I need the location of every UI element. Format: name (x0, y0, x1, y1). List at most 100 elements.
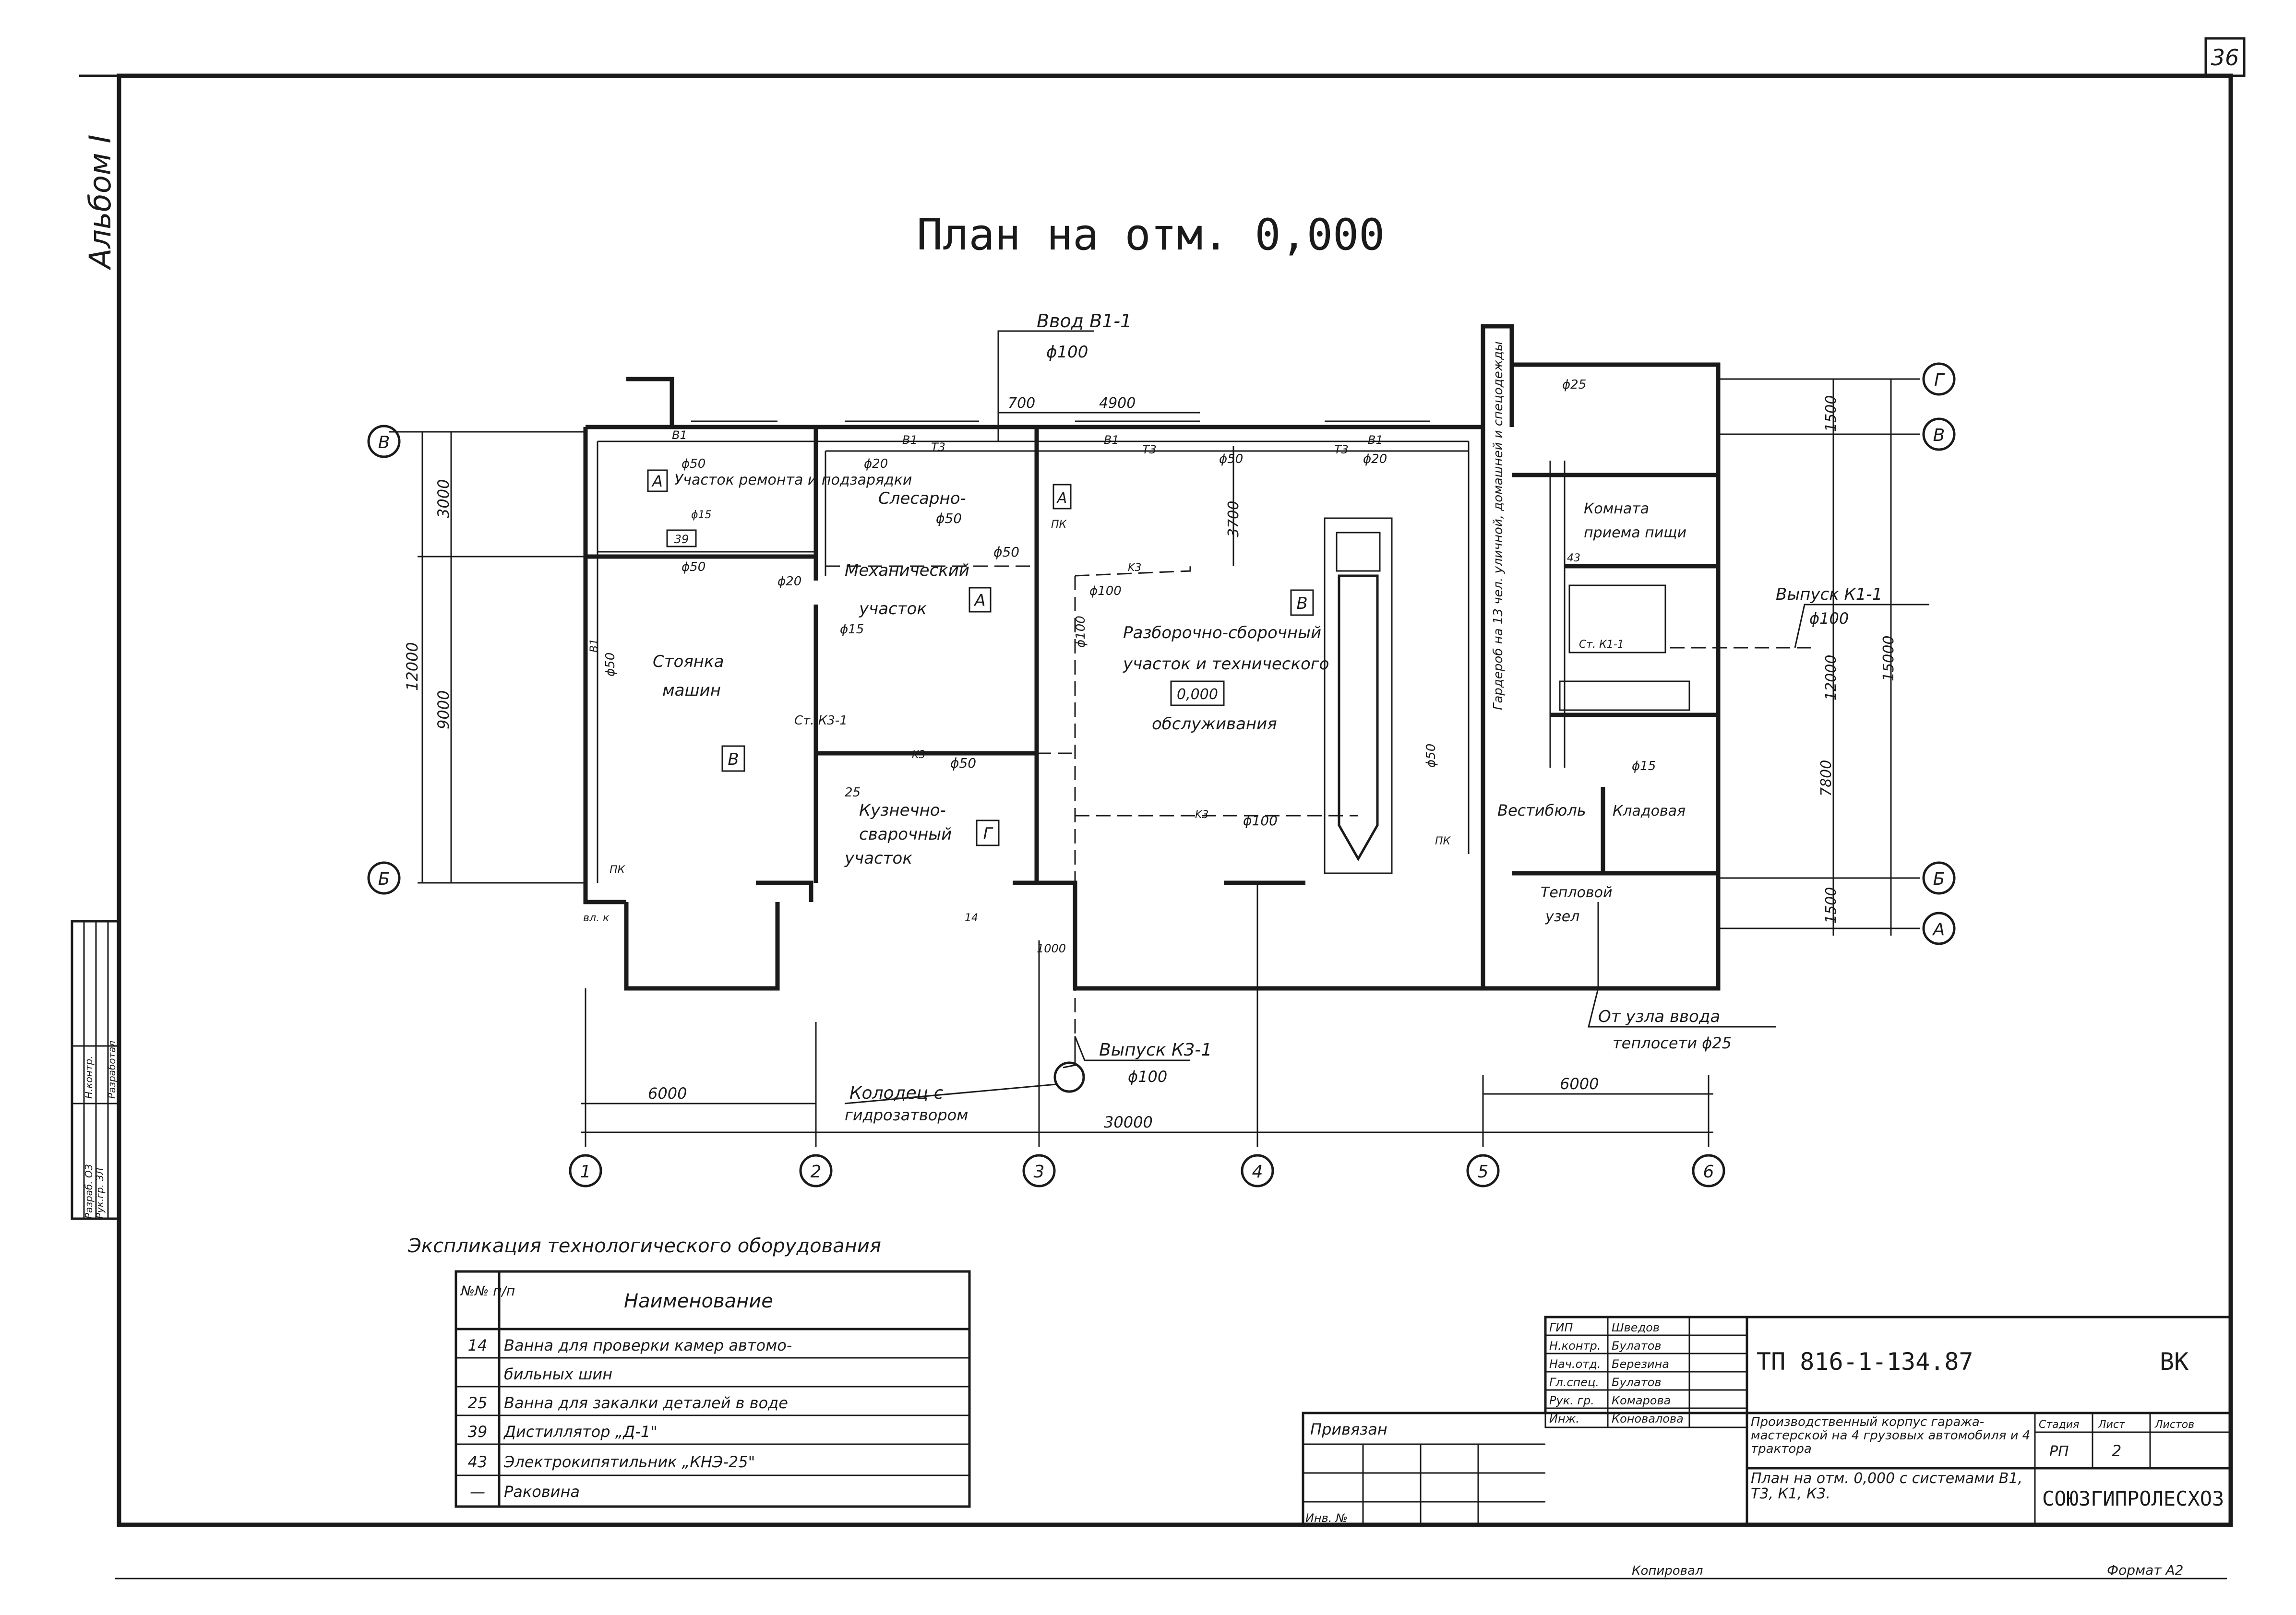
axis-2-label: 2 (811, 1162, 822, 1182)
frame-border (117, 73, 2233, 1527)
lbl-k3-1: K3 (1128, 562, 1141, 574)
lbl-d50-7: ϕ50 (950, 755, 976, 771)
dim-1000: 1000 (1037, 942, 1066, 955)
footer-format: Формат А2 (2107, 1562, 2183, 1578)
dim-1500a: 1500 (1823, 395, 1840, 432)
equipment-header-no: №№ п/п (460, 1283, 515, 1299)
axis-3 (1022, 1154, 1056, 1188)
wall-bottom-left (624, 902, 780, 991)
lbl-d20-3: ϕ20 (777, 574, 801, 589)
lbl-eq25: 25 (845, 785, 861, 800)
title-block: Привязан Инв. № ГИП Шведов Н.контр. Була… (1302, 1316, 2232, 1526)
lbl-d50-5: ϕ50 (682, 560, 706, 574)
tb-name-2: Березина (1612, 1357, 1669, 1371)
side-stamp-r2: Рук.гр. ЗЛ (94, 1168, 106, 1219)
room-code-box-g1 (976, 819, 1000, 846)
lbl-d50-2: ϕ50 (1219, 452, 1243, 466)
room-heat-2: узел (1545, 908, 1579, 925)
room-code-box-b2 (1290, 589, 1314, 616)
room-mech-1: Слесарно- (878, 489, 966, 508)
axis-v-right-label: В (1933, 426, 1945, 445)
tb-sheets-label: Листов (2154, 1419, 2194, 1431)
tb-role-3: Гл.спец. (1549, 1376, 1599, 1389)
dim-4900: 4900 (1099, 395, 1136, 412)
tb-name-5: Коновалова (1612, 1412, 1684, 1425)
equipment-row-4-no: 43 (468, 1453, 488, 1471)
tb-role-4: Рук. гр. (1549, 1394, 1594, 1407)
room-labels: А Участок ремонта и подзарядки Слесарно-… (647, 341, 1686, 925)
lbl-t3-2: T3 (1142, 443, 1157, 456)
tb-role-0: ГИП (1549, 1321, 1573, 1334)
tb-role-5: Инж. (1549, 1412, 1579, 1425)
room-storage: Кладовая (1613, 803, 1686, 819)
axis-a-right (1922, 912, 1956, 945)
pier-1 (756, 880, 813, 902)
side-stamp: Разраб. ОЗ Рук.гр. ЗЛ Н.контр. Разработа… (71, 920, 120, 1220)
lbl-t3-3: T3 (1334, 443, 1349, 456)
lbl-d20-2: ϕ20 (1363, 452, 1387, 466)
callout-teplo-1: От узла ввода (1598, 1007, 1720, 1026)
room-code-a3: А (1056, 490, 1067, 507)
lbl-pk-3: ПК (1435, 835, 1451, 847)
equipment-table-frame (454, 1270, 971, 1508)
equipment-row-2-name: Ванна для закалки деталей в воде (504, 1394, 788, 1412)
tb-sheet-title-wrap: План на отм. 0,000 с системами В1, Т3, К… (1751, 1471, 2022, 1502)
callout-vvod-leader (997, 330, 1094, 384)
room-parking-2: машин (662, 681, 721, 700)
axis-b-left-label: Б (378, 869, 390, 889)
shower-block (1559, 680, 1690, 711)
equipment-table-title: Экспликация технологического оборудовани… (407, 1235, 881, 1257)
callout-k3-leader (1074, 1036, 1190, 1061)
room-code-g1: Г (983, 824, 994, 843)
tb-name-4: Комарова (1612, 1394, 1671, 1407)
lbl-b1-5: B1 (588, 639, 600, 653)
lbl-d50-3: ϕ50 (936, 511, 962, 526)
callout-k3-2: ϕ100 (1128, 1068, 1167, 1086)
eq39-box (666, 529, 697, 547)
wall-left-bump (626, 377, 674, 427)
level-mark: 0,000 (1177, 686, 1218, 703)
room-repair: Участок ремонта и подзарядки (674, 472, 912, 488)
dim-30000: 30000 (1104, 1113, 1153, 1131)
callout-k1-1: Выпуск К1-1 (1776, 585, 1882, 604)
axis-1 (569, 1154, 602, 1188)
lbl-d100-1: ϕ100 (1089, 584, 1122, 598)
room-mech-3: участок (859, 599, 927, 618)
tb-project-code: ТП 816-1-134.87 (1757, 1348, 1973, 1376)
room-code-a1: А (651, 472, 663, 490)
lbl-b1-4: B1 (1368, 433, 1383, 447)
lbl-d15-1: ϕ15 (840, 622, 864, 637)
lbl-b1-2: B1 (902, 433, 918, 447)
tb-role-2: Нач.отд. (1549, 1357, 1601, 1371)
callout-kolodec-1: Колодец с (849, 1083, 944, 1103)
room-code-b1: В (728, 750, 739, 769)
tb-name-3: Булатов (1612, 1376, 1662, 1389)
callout-vvod-1: Ввод В1-1 (1037, 310, 1132, 332)
callout-k1-2: ϕ100 (1809, 609, 1849, 628)
dim-9000: 9000 (434, 690, 453, 729)
room-assembly-1: Разборочно-сборочный (1123, 623, 1321, 642)
level-box (1170, 680, 1225, 706)
room-forge-2: сварочный (859, 825, 952, 844)
axis-4 (1241, 1154, 1274, 1188)
lbl-d20-1: ϕ20 (864, 457, 888, 471)
wall-bottom-right (1073, 902, 1483, 991)
room-forge-3: участок (844, 849, 912, 868)
lbl-eq43: 43 (1567, 552, 1580, 564)
plan-title: План на отм. 0,000 (917, 210, 1385, 260)
lbl-pk-2: ПК (1051, 519, 1067, 531)
lbl-d50-8: ϕ50 (1424, 744, 1438, 768)
side-stamp-r1: Разраб. ОЗ (83, 1164, 95, 1219)
inspection-pit (1324, 517, 1393, 874)
equipment-row-3-name: Дистиллятор „Д-1" (503, 1423, 658, 1441)
dim-6000a: 6000 (648, 1084, 687, 1103)
pipe-labels: B1 ϕ50 ϕ20 B1 T3 B1 T3 ϕ50 T3 B1 ϕ20 ϕ50… (583, 378, 1656, 924)
dim-7800: 7800 (1818, 760, 1835, 796)
axis-2 (799, 1154, 833, 1188)
side-stamp-r3: Н.контр. (83, 1056, 95, 1099)
room-code-box-a2 (969, 587, 992, 613)
room-code-box-b1 (721, 745, 745, 772)
callout-kolodec-leader (844, 1083, 1056, 1104)
axis-b-right (1922, 861, 1956, 895)
